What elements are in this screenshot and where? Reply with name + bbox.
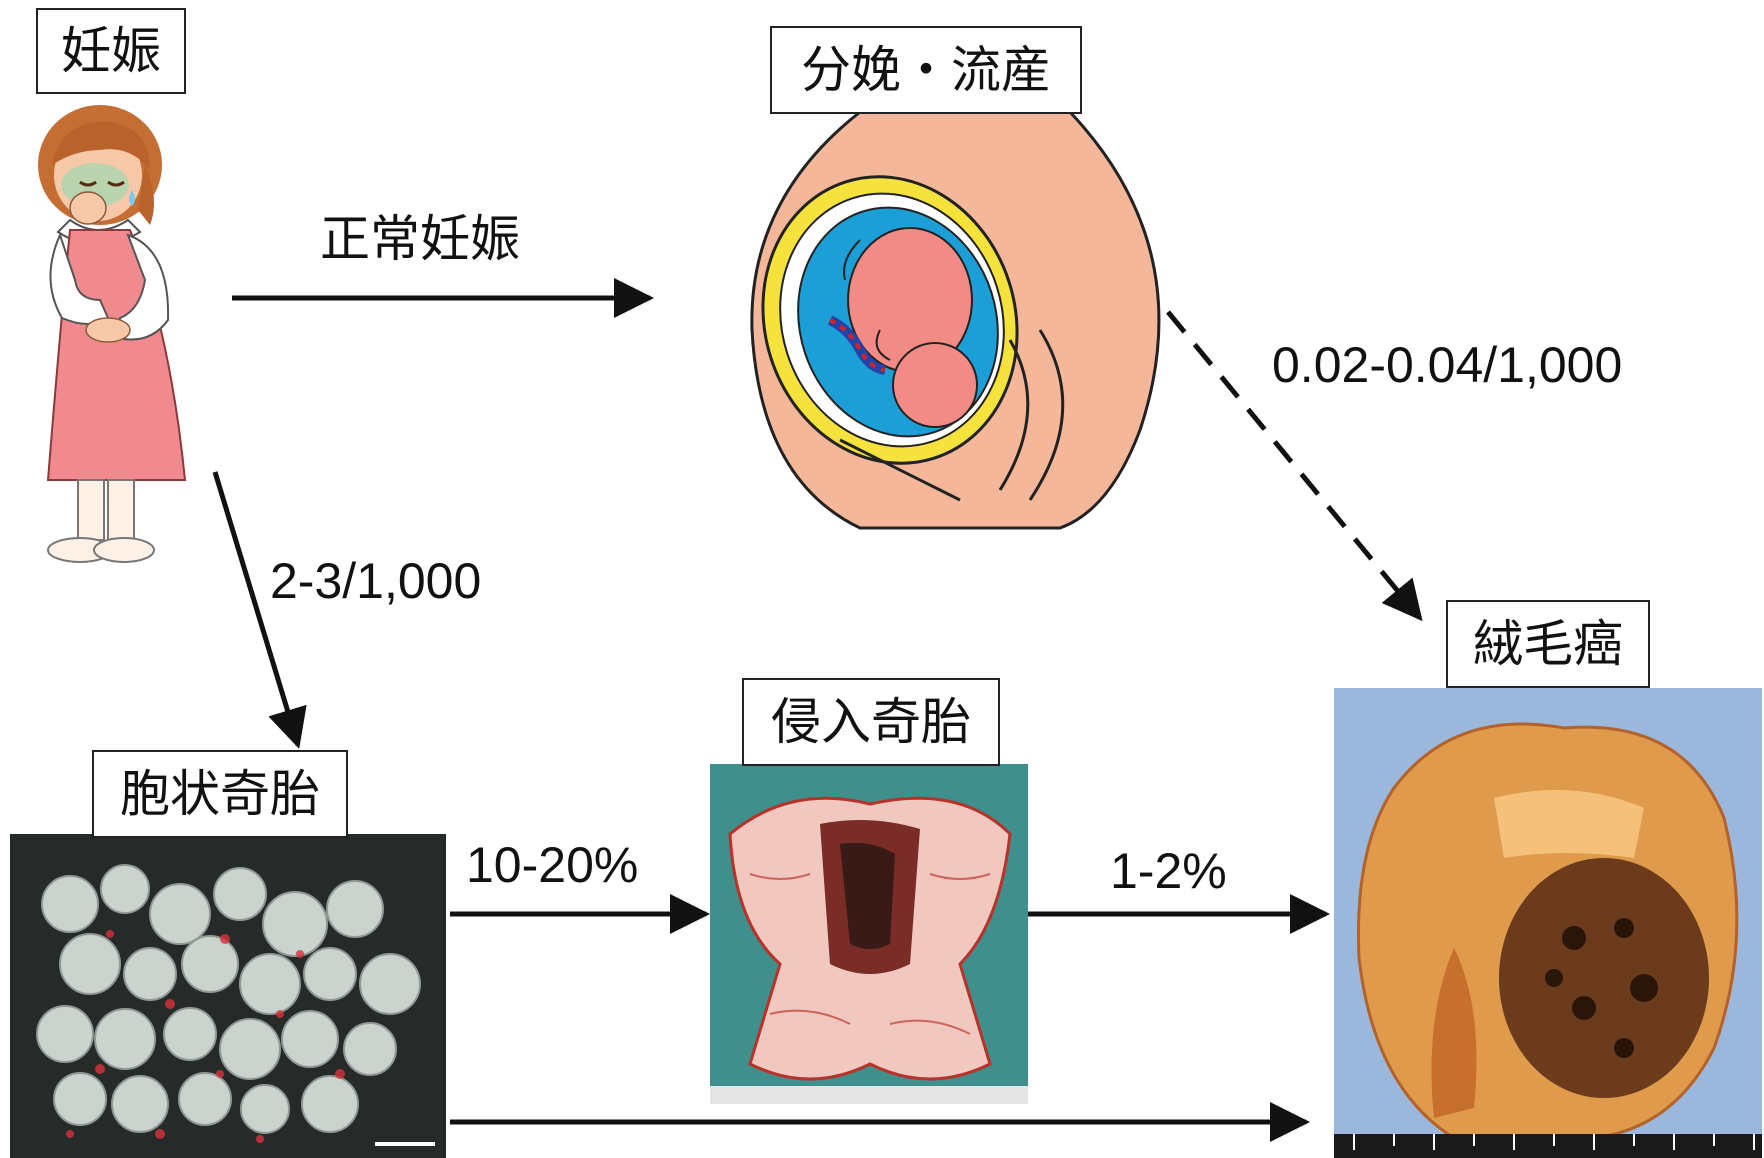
pregnant-woman-illustration [38,105,185,562]
mole-to-invasive-rate: 10-20% [466,840,638,890]
invasive-mole-label: 侵入奇胎 [742,678,1000,766]
normal-pregnancy-label: 正常妊娠 [320,214,520,264]
pregnancy-label: 妊娠 [36,8,186,94]
delivery-to-choriocarcinoma-rate: 0.02-0.04/1,000 [1272,340,1622,390]
pregnancy-to-mole-rate: 2-3/1,000 [270,556,481,606]
delivery-abortion-label: 分娩・流産 [770,26,1082,114]
invasive-mole-photo [710,764,1028,1104]
hydatidiform-mole-label: 胞状奇胎 [92,750,348,838]
invasive-to-choriocarcinoma-rate: 1-2% [1110,846,1227,896]
choriocarcinoma-photo [1334,688,1762,1158]
hydatidiform-mole-photo [10,834,446,1158]
choriocarcinoma-label: 絨毛癌 [1446,600,1650,688]
uterus-fetus-illustration [726,112,1159,528]
